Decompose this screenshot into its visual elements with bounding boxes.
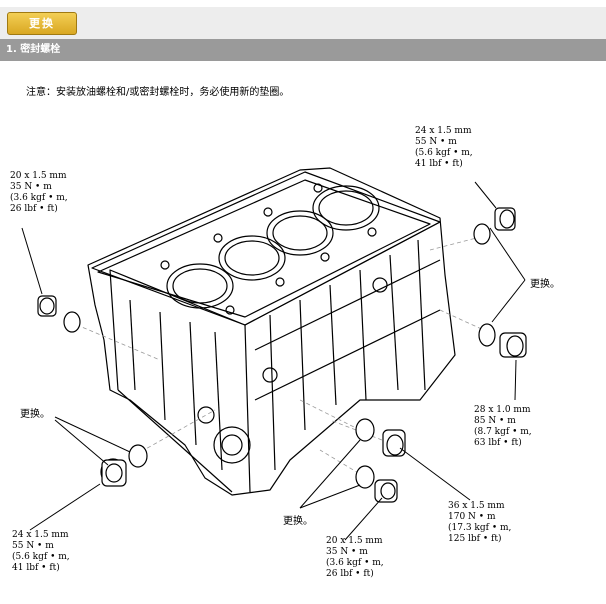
callout-right-bottom: 36 x 1.5 mm 170 N • m (17.3 kgf • m, 125… [448,501,512,544]
callout-bottom-left: 24 x 1.5 mm 55 N • m (5.6 kgf • m, 41 lb… [12,530,70,573]
replace-label-left: 更换。 [20,409,50,420]
callout-top-left: 20 x 1.5 mm 35 N • m (3.6 kgf • m, 26 lb… [10,171,68,214]
section-title: 1. 密封螺栓 [0,39,606,61]
replace-badge: 更换 [7,12,77,35]
caution-note: 注意：安装放油螺栓和/或密封螺栓时，务必使用新的垫圈。 [26,87,290,98]
callout-bottom-center: 20 x 1.5 mm 35 N • m (3.6 kgf • m, 26 lb… [326,536,384,579]
engine-block-illustration [21,167,527,541]
title-bar: 更换 [0,7,606,39]
callout-top-right: 24 x 1.5 mm 55 N • m (5.6 kgf • m, 41 lb… [415,126,473,169]
replace-label-right: 更换。 [530,279,560,290]
replace-label-bottom: 更换。 [283,516,313,527]
callout-right-middle: 28 x 1.0 mm 85 N • m (8.7 kgf • m, 63 lb… [474,405,532,448]
